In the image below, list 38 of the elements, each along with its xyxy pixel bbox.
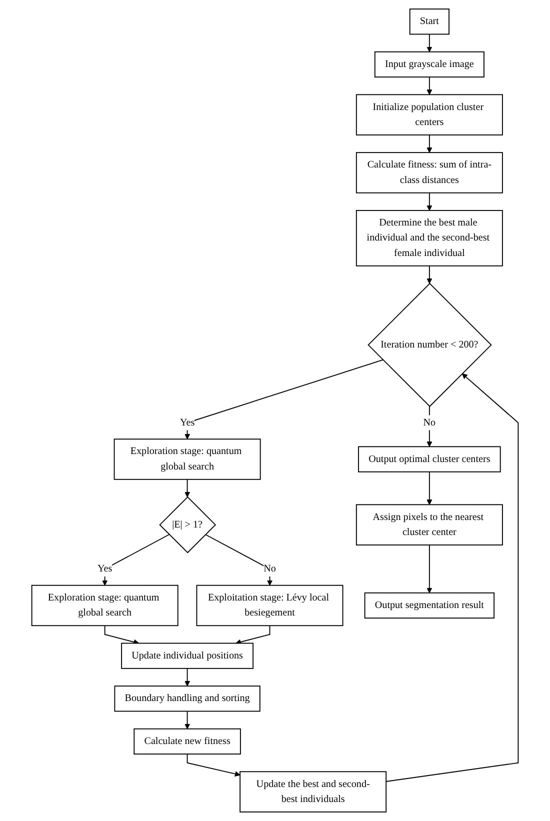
node-box: Start [409,8,450,35]
arrow [104,625,140,645]
arrow [426,192,432,211]
arrow [184,478,190,498]
arrow [426,471,432,505]
arrow [426,544,432,594]
node-box: Update individual positions [121,642,254,669]
arrow [386,373,519,782]
node-box: Exploitation stage: Lévy local besiegement [196,584,344,626]
node-box: Exploration stage: quantum global search [31,584,178,626]
node-box: Update the best and second-best individuals [240,771,387,812]
arrow [236,625,270,645]
arrow [426,34,432,52]
node-box: Determine the best male individual and the second-best female individual [356,210,503,266]
node-box: Initialize population cluster centers [356,94,503,136]
arrow [184,710,190,730]
arrow [184,359,384,440]
node-box: Calculate fitness: sum of intra-class distances [356,152,503,194]
node-box: Exploration stage: quantum global search [114,438,261,480]
arrow [204,534,273,586]
node-box: Output optimal cluster centers [358,446,501,472]
node-box: Boundary handling and sorting [114,686,260,712]
arrow [426,265,432,284]
arrow [426,76,432,95]
edge-label: Yes [180,417,195,428]
edge-label: Yes [98,563,112,574]
node-box: Assign pixels to the nearest cluster center [356,504,503,546]
node-diamond: |E| > 1? [159,496,216,554]
node-box: Input grayscale image [374,51,484,78]
arrow [184,668,190,686]
arrow [186,754,240,777]
node-box: Output segmentation result [364,592,495,619]
arrow [102,534,170,586]
edge-label: No [423,417,436,428]
edge-label: No [264,563,276,574]
arrow [426,134,432,153]
node-box: Calculate new fitness [134,728,241,755]
node-diamond: Iteration number < 200? [368,282,492,408]
